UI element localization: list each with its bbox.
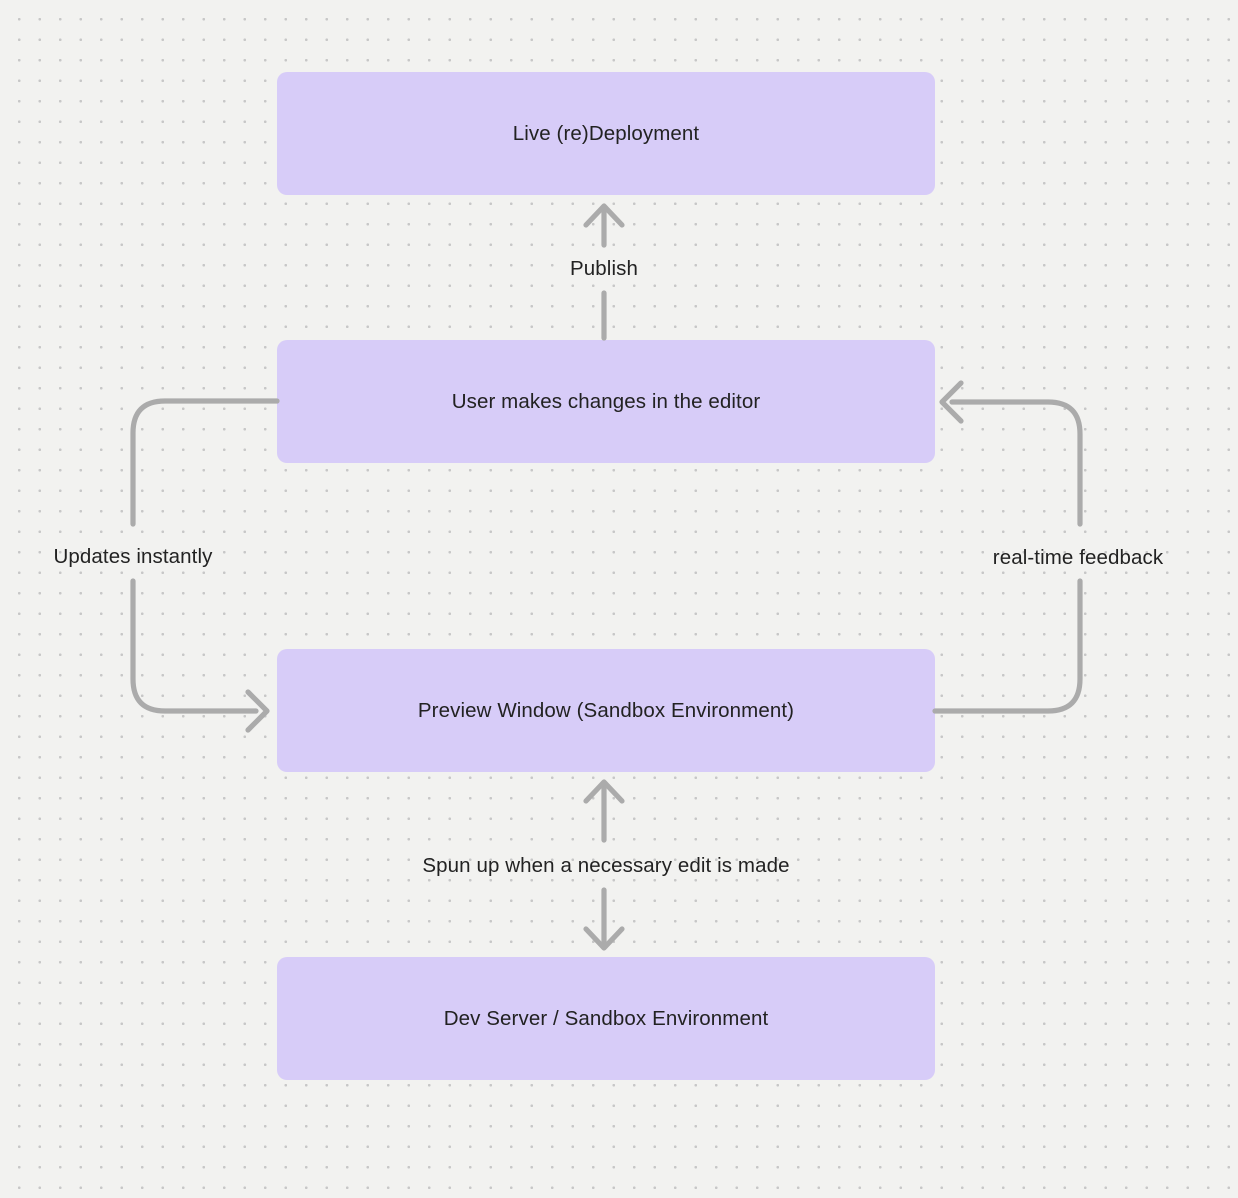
node-user-changes[interactable]: User makes changes in the editor bbox=[277, 340, 935, 463]
updates-segment-bottom bbox=[130, 578, 259, 714]
node-dev-server-label: Dev Server / Sandbox Environment bbox=[443, 1006, 769, 1030]
publish-arrowhead-up-icon bbox=[583, 203, 625, 228]
edge-label-publish: Publish bbox=[570, 257, 638, 280]
updates-arrowhead-right-icon bbox=[245, 689, 270, 733]
edge-label-realtime-feedback: real-time feedback bbox=[992, 546, 1164, 569]
spunup-arrowhead-up-icon bbox=[583, 779, 625, 804]
edge-label-updates-instantly: Updates instantly bbox=[53, 545, 213, 568]
feedback-arrowhead-left-icon bbox=[939, 380, 964, 424]
node-dev-server[interactable]: Dev Server / Sandbox Environment bbox=[277, 957, 935, 1080]
node-live-redeployment-label: Live (re)Deployment bbox=[512, 121, 700, 145]
feedback-segment-bottom bbox=[932, 578, 1083, 714]
updates-segment-top bbox=[130, 398, 280, 527]
node-preview-window[interactable]: Preview Window (Sandbox Environment) bbox=[277, 649, 935, 772]
spunup-arrowhead-down-icon bbox=[583, 926, 625, 951]
edge-label-spun-up: Spun up when a necessary edit is made bbox=[422, 854, 790, 877]
node-preview-window-label: Preview Window (Sandbox Environment) bbox=[417, 698, 795, 722]
node-live-redeployment[interactable]: Live (re)Deployment bbox=[277, 72, 935, 195]
feedback-segment-top bbox=[949, 399, 1083, 527]
node-user-changes-label: User makes changes in the editor bbox=[451, 389, 761, 413]
